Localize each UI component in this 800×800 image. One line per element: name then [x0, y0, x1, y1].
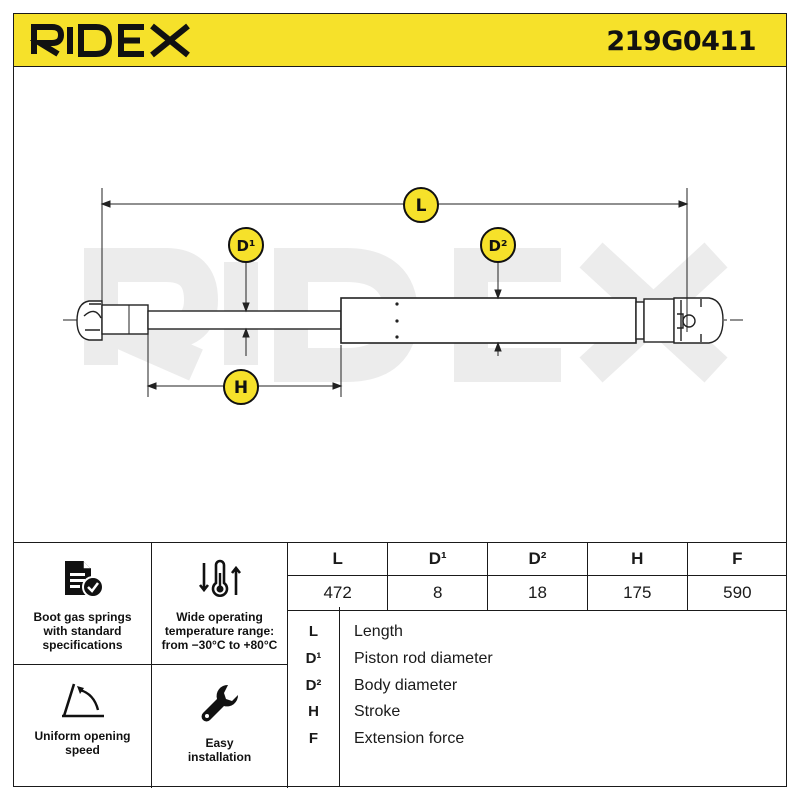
feature-standard-specs: Boot gas springs with standard specifica… — [14, 543, 152, 665]
feature-temperature: Wide operating temperature range: from −… — [152, 543, 288, 665]
cylinder-body — [340, 297, 637, 344]
body-marks — [395, 302, 399, 339]
dimension-l — [100, 188, 689, 332]
dimensions-value-row: 472 8 18 175 590 — [288, 575, 787, 611]
left-end-fitting — [76, 300, 149, 341]
thermometer-arrows-icon — [152, 559, 287, 599]
feature-text: Wide operating temperature range: from −… — [161, 610, 278, 652]
ridex-logo-mark — [29, 23, 190, 58]
legend-row-d2: D² Body diameter — [288, 673, 787, 699]
badge-h: H — [223, 369, 259, 405]
feature-opening-speed: Uniform opening speed — [14, 665, 152, 788]
piston-rod — [147, 310, 342, 330]
legend-row-h: H Stroke — [288, 699, 787, 725]
legend-symbol: L — [308, 623, 319, 640]
dimension-d1 — [242, 262, 250, 356]
badge-d2-text: D² — [488, 237, 507, 255]
header-cell-d1: D¹ — [387, 543, 489, 576]
header-bar: 219G0411 — [13, 13, 787, 67]
dimensions-table: L D¹ D² H F 472 8 18 175 590 — [288, 543, 787, 611]
dimension-d2 — [494, 262, 502, 356]
legend-row-f: F Extension force — [288, 726, 787, 752]
badge-d1-text: D¹ — [236, 237, 255, 255]
header-cell-l: L — [288, 543, 389, 576]
feature-text: Easy installation — [187, 736, 252, 764]
legend-symbol: D² — [305, 677, 322, 694]
legend-description: Extension force — [354, 730, 465, 747]
badge-d2: D² — [480, 227, 516, 263]
right-end-fitting — [635, 297, 724, 344]
header-cell-h: H — [587, 543, 688, 576]
header-cell-d2: D² — [487, 543, 588, 576]
feature-text: Boot gas springs with standard specifica… — [33, 610, 132, 652]
value-cell-d2: 18 — [487, 575, 588, 611]
feature-easy-installation: Easy installation — [152, 665, 288, 788]
ridex-logo — [29, 22, 200, 63]
technical-drawing: L D¹ D² H — [13, 67, 787, 542]
badge-l: L — [403, 187, 439, 223]
legend-symbol: F — [308, 730, 319, 747]
value-cell-d1: 8 — [387, 575, 489, 611]
dimensions-header-row: L D¹ D² H F — [288, 543, 787, 576]
badge-d1: D¹ — [228, 227, 264, 263]
legend: L Length D¹ Piston rod diameter D² Body … — [288, 607, 787, 787]
legend-symbol: D¹ — [305, 650, 322, 667]
document-check-icon — [14, 559, 151, 599]
legend-description: Body diameter — [354, 677, 458, 694]
feature-text: Uniform opening speed — [34, 729, 131, 757]
header-cell-f: F — [687, 543, 787, 576]
opening-angle-icon — [14, 678, 151, 720]
legend-description: Stroke — [354, 703, 401, 720]
value-cell-f: 590 — [687, 575, 787, 611]
badge-h-text: H — [234, 378, 248, 398]
legend-description: Length — [354, 623, 403, 640]
value-cell-l: 472 — [288, 575, 389, 611]
legend-description: Piston rod diameter — [354, 650, 493, 667]
badge-l-text: L — [416, 196, 427, 216]
legend-row-l: L Length — [288, 619, 787, 645]
info-panel: Boot gas springs with standard specifica… — [13, 542, 787, 788]
legend-row-d1: D¹ Piston rod diameter — [288, 646, 787, 672]
value-cell-h: 175 — [587, 575, 688, 611]
legend-symbol: H — [308, 703, 319, 720]
legend-divider — [339, 607, 340, 787]
part-number: 219G0411 — [606, 26, 756, 57]
wrench-icon — [152, 681, 287, 725]
